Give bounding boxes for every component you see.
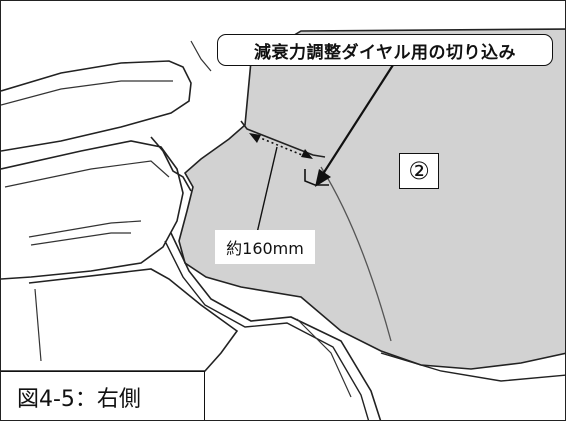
floor-bottom-left xyxy=(34,288,42,362)
dimension-leader xyxy=(256,146,278,234)
dial-notch xyxy=(304,169,329,186)
part-number-badge: ② xyxy=(399,153,439,189)
floor-panel xyxy=(1,268,239,372)
floor-groove-1 xyxy=(170,232,382,420)
footrest-edge xyxy=(150,136,192,192)
dimension-arrow-right xyxy=(301,149,313,159)
floor-right xyxy=(380,352,565,382)
floor-groove-2 xyxy=(164,240,370,420)
arrow-icon xyxy=(315,169,331,187)
top-rail xyxy=(190,40,212,72)
seat-cover xyxy=(178,28,565,370)
callout-label: 減衰力調整ダイヤル用の切り込み xyxy=(217,34,553,66)
cover-ridge xyxy=(240,120,326,158)
figure-caption: 図4-5：右側 xyxy=(1,371,205,420)
upper-panel xyxy=(1,60,192,152)
callout-leader xyxy=(320,64,394,178)
cover-edge-curve xyxy=(320,166,392,342)
footrest-inner-2 xyxy=(28,220,142,238)
footrest xyxy=(1,140,184,280)
floor-groove-3 xyxy=(296,318,352,398)
dimension-label: 約160mm xyxy=(215,230,315,264)
footrest-inner-3 xyxy=(30,232,131,246)
dimension-arrow-left xyxy=(249,133,261,143)
upper-panel-inner xyxy=(1,80,173,106)
footrest-inner-1 xyxy=(4,160,170,188)
